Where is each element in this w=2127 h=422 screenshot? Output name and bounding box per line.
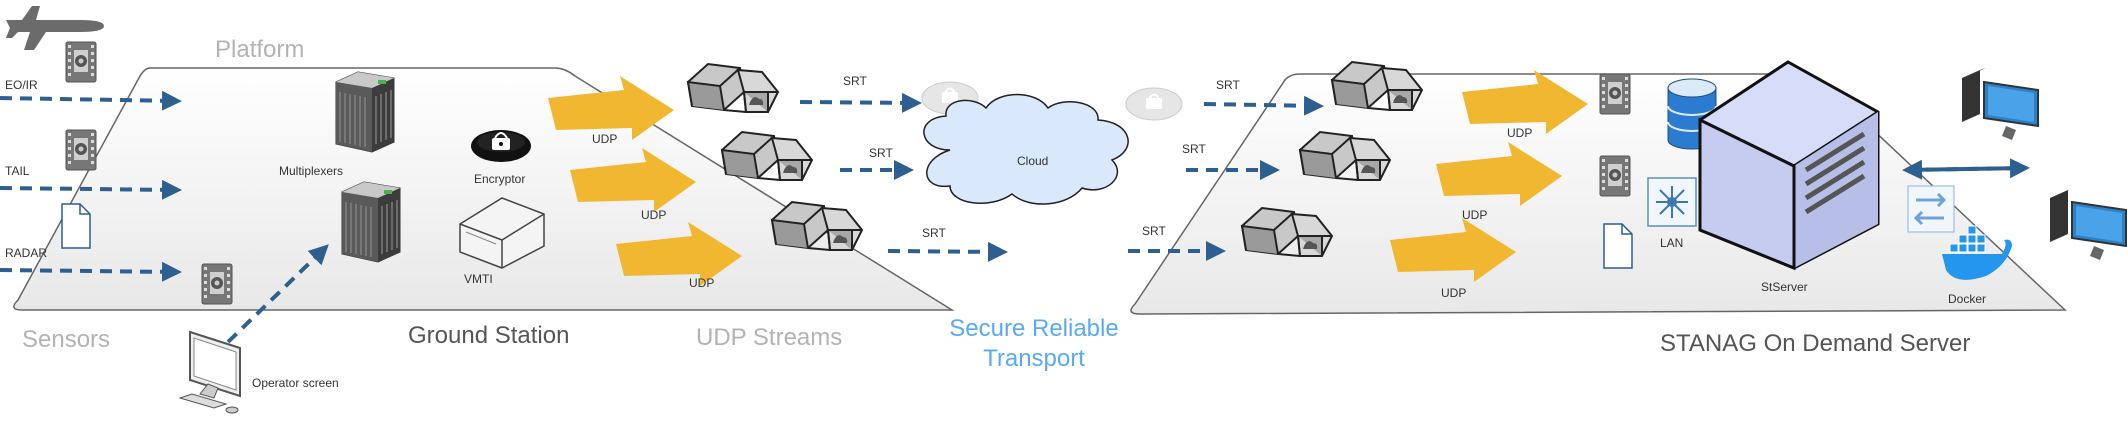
multiplexers-label: Multiplexers <box>279 164 344 178</box>
sensor-links <box>0 90 329 344</box>
stanag-server-label: STANAG On Demand Server <box>1660 330 1971 357</box>
udp-label: UDP <box>641 208 667 222</box>
router-icon <box>721 131 813 181</box>
encryptor-lock-icon <box>471 130 531 162</box>
airplane-icon <box>6 6 104 50</box>
lock-badge-icon <box>1125 87 1183 121</box>
cloud-icon <box>923 93 1129 205</box>
workstation-icon <box>1962 68 2039 140</box>
srt-label: SRT <box>1182 142 1206 156</box>
ground-station-label: Ground Station <box>408 322 570 349</box>
secure-line-2: Transport <box>983 345 1085 372</box>
platform-label: Platform <box>215 36 305 63</box>
film-icon <box>65 129 97 171</box>
sensors-label: Sensors <box>22 326 111 353</box>
encryptor-label: Encryptor <box>474 172 526 186</box>
multiplexer-icon <box>341 181 401 263</box>
srt-label: SRT <box>1142 224 1166 238</box>
secure-line-1: Secure Reliable <box>949 315 1119 342</box>
udp-label: UDP <box>592 132 618 146</box>
lan-switch-icon <box>1647 177 1697 227</box>
workstation-icon <box>2050 190 2127 260</box>
srt-links-right <box>1128 95 1324 261</box>
srt-label: SRT <box>922 226 946 240</box>
client-link <box>1902 158 2030 180</box>
srt-label: SRT <box>843 74 867 88</box>
film-icon <box>201 263 233 305</box>
udp-streams-label: UDP Streams <box>696 324 843 351</box>
radar-label: RADAR <box>5 246 48 260</box>
document-icon <box>61 203 91 249</box>
srt-label: SRT <box>869 146 893 160</box>
film-icon <box>65 41 97 83</box>
vmti-label: VMTI <box>464 272 493 286</box>
srt-links-left <box>799 92 1008 262</box>
film-icon <box>1599 155 1631 197</box>
srt-label: SRT <box>1216 78 1240 92</box>
udp-label: UDP <box>1462 208 1488 222</box>
docker-icon <box>1942 225 2012 280</box>
exchange-icon <box>1907 185 1955 233</box>
docker-label: Docker <box>1948 292 1987 306</box>
monitor-icon <box>178 330 241 414</box>
tail-label: TAIL <box>5 164 30 178</box>
router-icon <box>687 63 779 113</box>
operator-screen-label: Operator screen <box>252 376 339 390</box>
film-icon <box>1599 73 1631 115</box>
eoir-label: EO/IR <box>5 78 38 92</box>
cloud-label: Cloud <box>1017 154 1049 168</box>
udp-label: UDP <box>689 276 715 290</box>
vmti-box-icon <box>459 197 545 269</box>
udp-label: UDP <box>1441 286 1467 300</box>
server-cube-icon <box>1698 60 1880 271</box>
multiplexer-icon <box>335 71 395 153</box>
udp-label: UDP <box>1507 126 1533 140</box>
stserver-label: StServer <box>1761 280 1808 294</box>
lan-label: LAN <box>1660 236 1684 250</box>
secure-transport-label: Secure Reliable Transport <box>940 314 1128 374</box>
document-icon <box>1603 223 1633 269</box>
